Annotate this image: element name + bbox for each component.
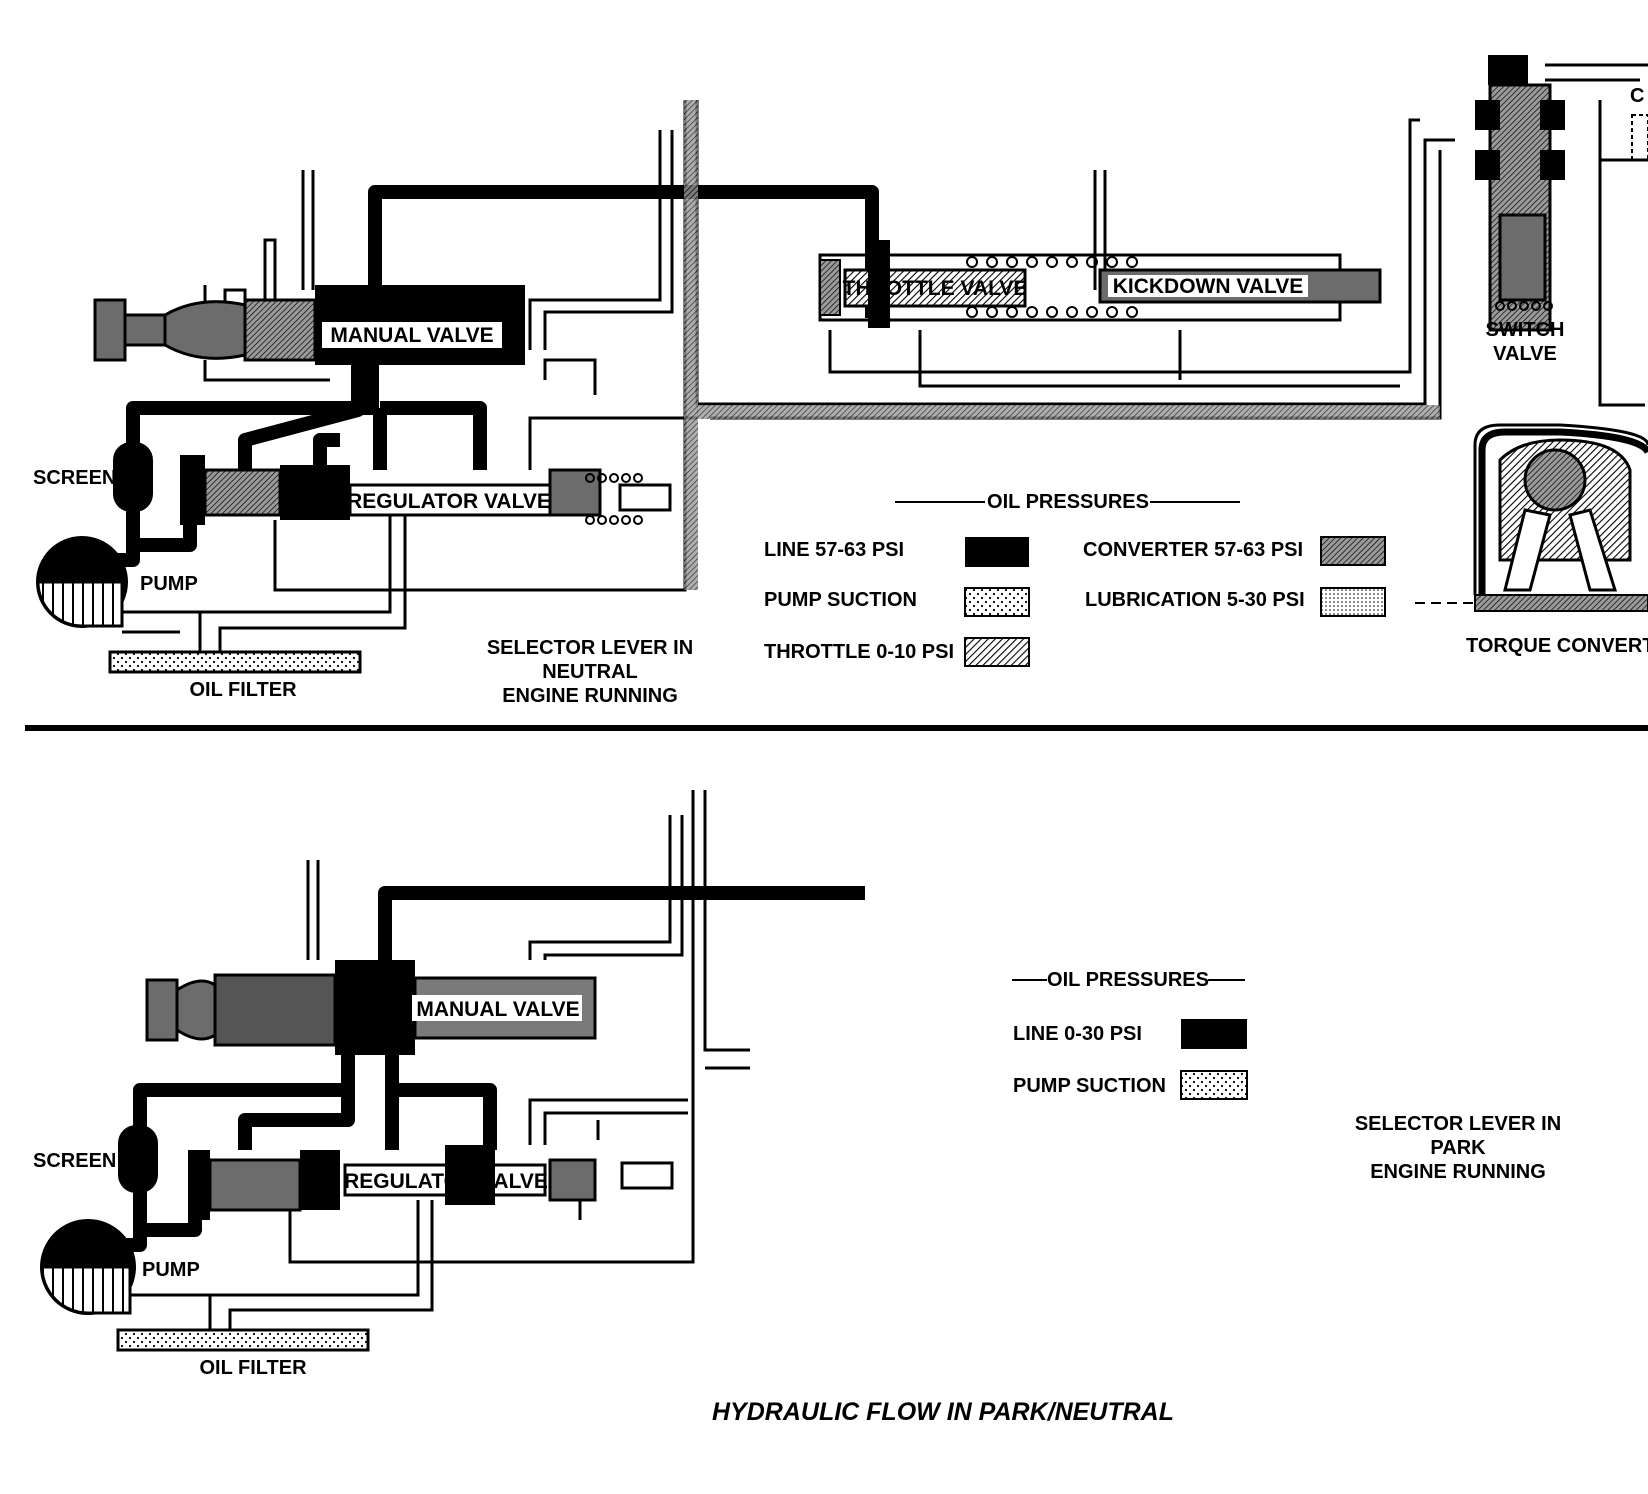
top-torque-converter	[1415, 423, 1648, 612]
top-regulator-valve-label: REGULATOR VALVE	[347, 490, 551, 513]
bottom-legend-suction-label: PUMP SUCTION	[1013, 1075, 1166, 1097]
top-switch-label: SWITCH	[1486, 319, 1565, 341]
top-switch-valve	[1475, 55, 1648, 332]
top-condition-line-2: NEUTRAL	[542, 661, 638, 683]
top-valve-label: VALVE	[1493, 343, 1557, 365]
bottom-open-lines	[288, 790, 750, 1264]
bottom-screen-label: SCREEN	[33, 1150, 116, 1172]
bottom-condition-note: SELECTOR LEVER IN PARK ENGINE RUNNING	[1355, 1113, 1561, 1183]
bottom-legend-suction-swatch	[1180, 1070, 1248, 1100]
bottom-regulator-valve	[190, 1145, 674, 1220]
bottom-legend: OIL PRESSURES LINE 0-30 PSI PUMP SUCTION	[1012, 969, 1248, 1100]
bottom-legend-heading: OIL PRESSURES	[1047, 969, 1209, 991]
top-condition-note: SELECTOR LEVER IN NEUTRAL ENGINE RUNNING	[487, 637, 693, 707]
bottom-manual-valve-label: MANUAL VALVE	[416, 998, 579, 1021]
top-legend-line-swatch	[965, 537, 1029, 567]
top-manual-valve-label: MANUAL VALVE	[330, 324, 493, 347]
top-pump-label: PUMP	[140, 573, 198, 595]
top-suction-lines	[122, 510, 407, 652]
top-screen-label: SCREEN	[33, 467, 116, 489]
top-legend-suction-swatch	[964, 587, 1030, 617]
bottom-condition-line-3: ENGINE RUNNING	[1370, 1161, 1546, 1183]
bottom-condition-line-1: SELECTOR LEVER IN	[1355, 1113, 1561, 1135]
bottom-oil-filter-label: OIL FILTER	[199, 1357, 307, 1379]
bottom-pump-label: PUMP	[142, 1259, 200, 1281]
top-kickdown-valve-label: KICKDOWN VALVE	[1113, 275, 1304, 298]
bottom-pump	[40, 1219, 136, 1315]
top-throttle-valve-label: THROTTLE VALVE	[843, 277, 1028, 300]
top-manual-valve	[93, 285, 525, 365]
bottom-legend-line-label: LINE 0-30 PSI	[1013, 1023, 1142, 1045]
top-torque-converter-label: TORQUE CONVERT	[1466, 635, 1648, 657]
bottom-diagram: SCREEN PUMP OIL FILTER MANUAL VALVE REGU…	[33, 790, 1561, 1379]
top-condition-line-1: SELECTOR LEVER IN	[487, 637, 693, 659]
figure-caption: HYDRAULIC FLOW IN PARK/NEUTRAL	[712, 1398, 1174, 1426]
top-legend-converter-swatch	[1320, 536, 1386, 566]
top-pump	[36, 536, 128, 628]
bottom-regulator-valve-label: REGULATOR VALVE	[344, 1170, 548, 1193]
top-legend-converter-label: CONVERTER 57-63 PSI	[1083, 539, 1303, 561]
top-oil-filter-label: OIL FILTER	[189, 679, 297, 701]
top-diagram: SCREEN PUMP OIL FILTER MANUAL VALVE REGU…	[33, 55, 1648, 707]
top-oil-filter	[108, 650, 362, 674]
top-legend-throttle-label: THROTTLE 0-10 PSI	[764, 641, 954, 663]
section-divider	[25, 725, 1648, 731]
top-regulator-valve	[180, 455, 672, 525]
bottom-oil-filter	[116, 1328, 370, 1352]
bottom-suction-lines	[130, 1200, 434, 1330]
bottom-condition-line-2: PARK	[1430, 1137, 1486, 1159]
top-legend-line-label: LINE 57-63 PSI	[764, 539, 904, 561]
top-legend-throttle-swatch	[964, 637, 1030, 667]
top-legend: OIL PRESSURES LINE 57-63 PSI PUMP SUCTIO…	[764, 491, 1386, 667]
bottom-legend-line-swatch	[1181, 1019, 1247, 1049]
bottom-manual-valve	[145, 960, 597, 1055]
top-throttle-kickdown-valve	[818, 240, 1382, 328]
top-legend-lubrication-swatch	[1320, 587, 1386, 617]
top-edge-letter: C	[1630, 85, 1644, 107]
top-legend-lubrication-label: LUBRICATION 5-30 PSI	[1085, 589, 1305, 611]
top-legend-heading: OIL PRESSURES	[987, 491, 1149, 513]
top-legend-suction-label: PUMP SUCTION	[764, 589, 917, 611]
top-condition-line-3: ENGINE RUNNING	[502, 685, 678, 707]
